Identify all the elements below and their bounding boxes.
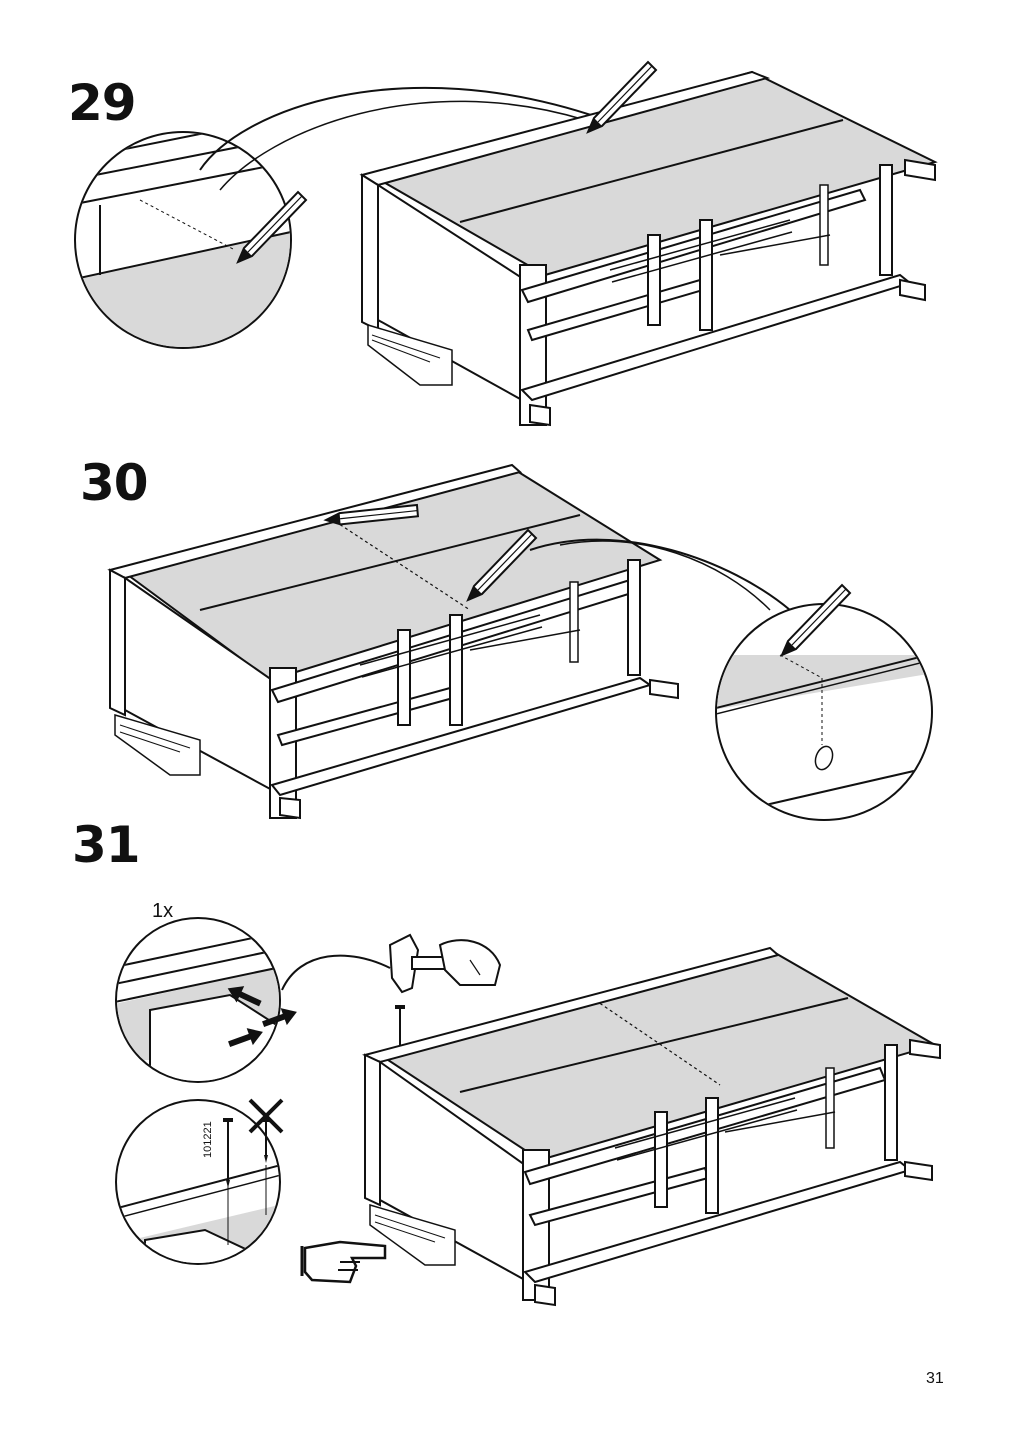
step-31-shelf-unit bbox=[362, 946, 941, 1307]
nail-icon bbox=[261, 1118, 271, 1163]
cross-icon bbox=[248, 1098, 284, 1134]
step-30-detail-circle bbox=[715, 603, 933, 821]
step-31-detail-circle-top bbox=[115, 917, 297, 1083]
pointing-hand-icon bbox=[300, 1240, 387, 1284]
step-number-31: 31 bbox=[72, 816, 141, 874]
step-29-shelf-unit bbox=[359, 70, 938, 427]
arrow-icon bbox=[228, 1028, 263, 1047]
nail-icon bbox=[223, 1118, 233, 1188]
arrow-icon bbox=[227, 986, 262, 1007]
quantity-label: 1x bbox=[152, 900, 174, 922]
page-number: 31 bbox=[926, 1370, 944, 1387]
step-number-29: 29 bbox=[68, 74, 137, 132]
step-30-callout-arc bbox=[529, 538, 791, 611]
hammer-icon bbox=[388, 933, 502, 994]
arrow-icon bbox=[262, 1008, 297, 1027]
step-number-30: 30 bbox=[80, 454, 149, 512]
step-29-callout-arc bbox=[199, 86, 601, 191]
step-30-shelf-unit bbox=[107, 463, 679, 820]
step-29-detail-circle bbox=[74, 131, 292, 349]
part-number-label: 101221 bbox=[202, 1121, 214, 1158]
step-31-callout-arc bbox=[281, 954, 391, 991]
nail-icon bbox=[395, 1005, 405, 1050]
